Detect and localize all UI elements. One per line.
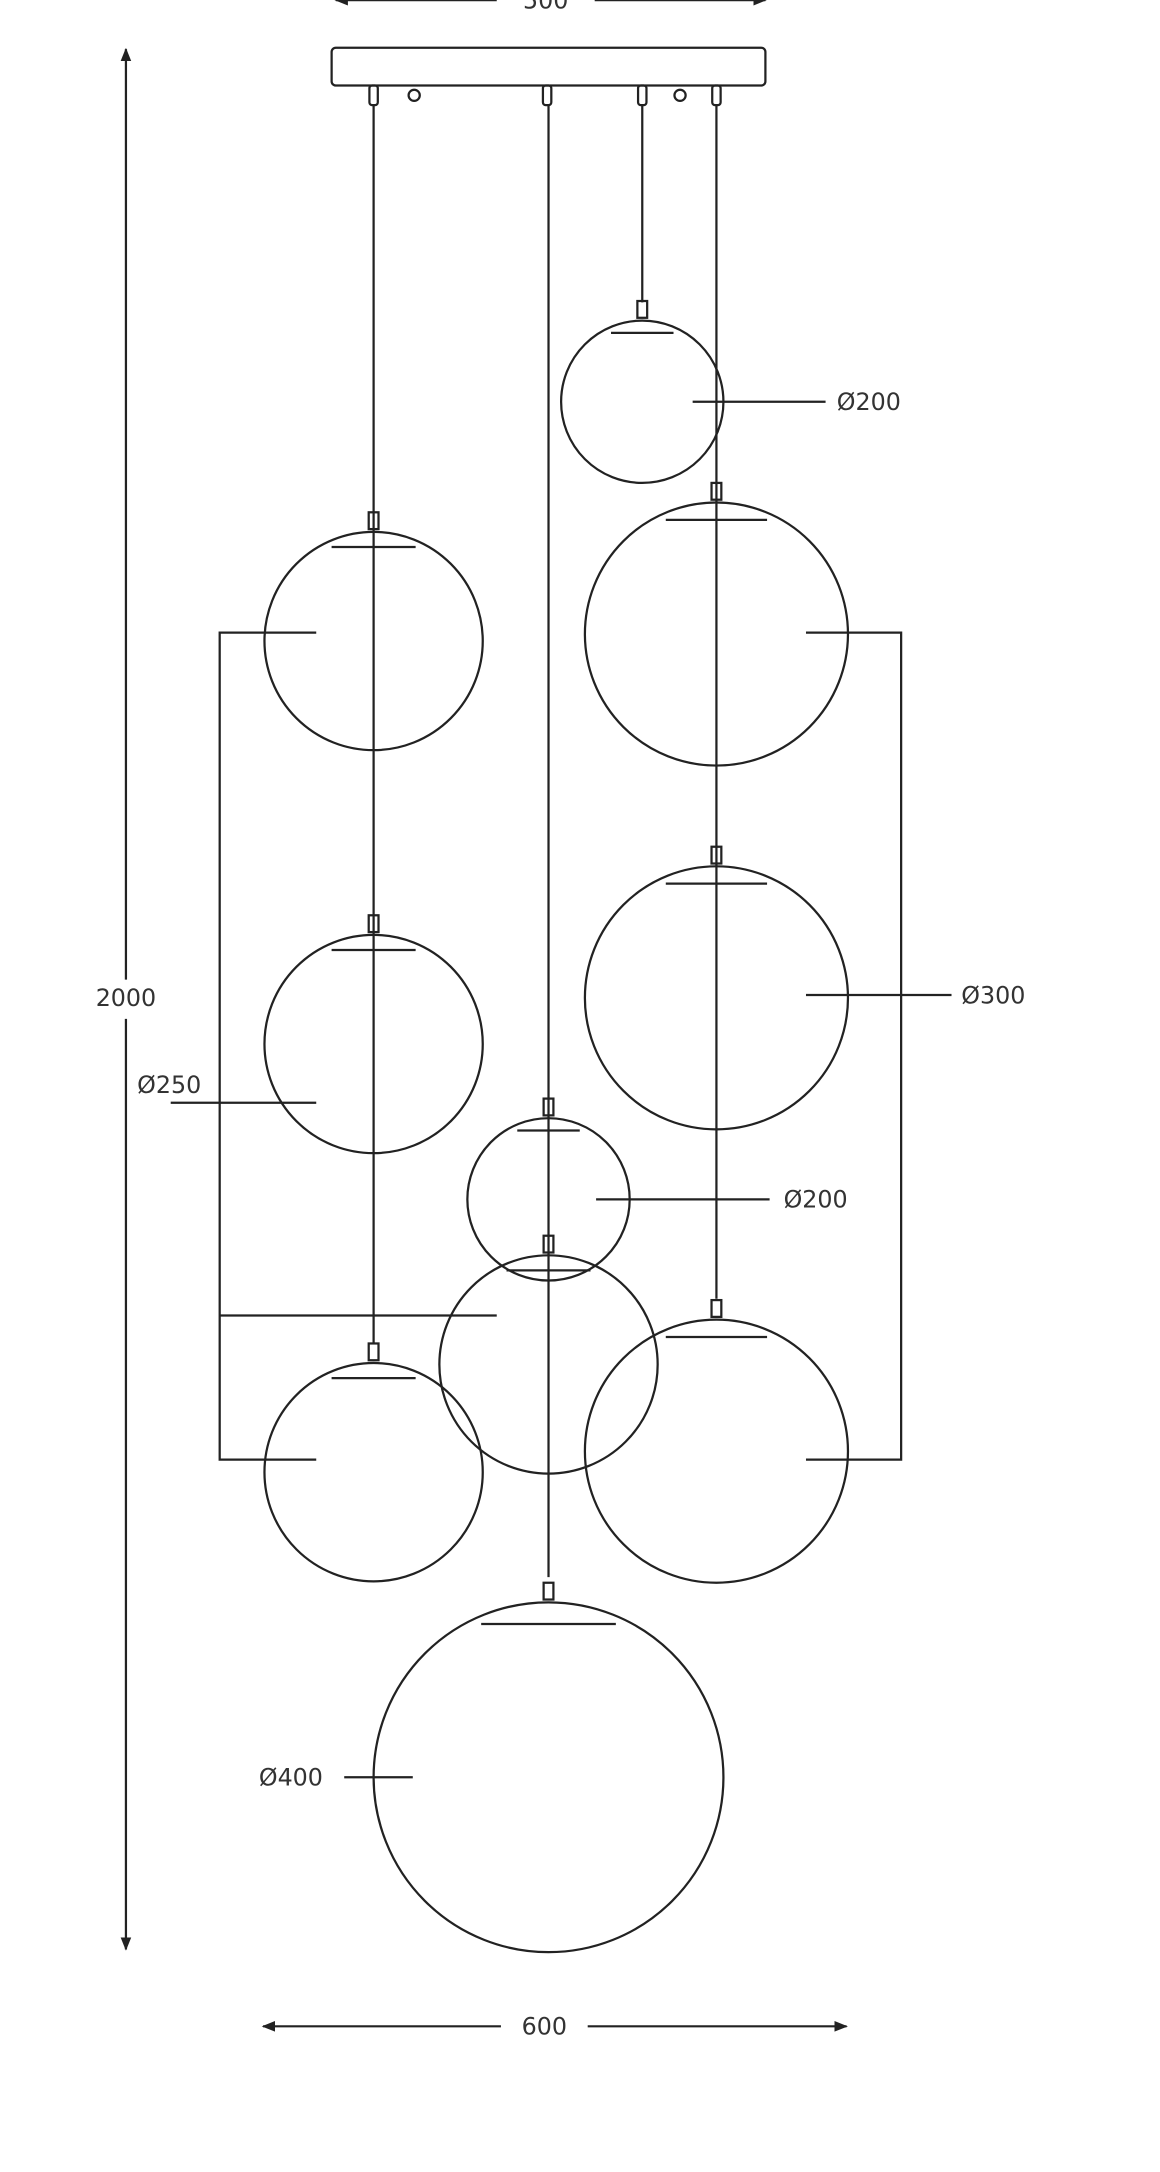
bottom-width-label: 600	[522, 2013, 567, 2041]
canopy	[330, 46, 767, 107]
height-dimension: 2000	[96, 47, 156, 1951]
globes	[263, 299, 850, 1954]
globe	[263, 511, 484, 752]
globe	[372, 1581, 725, 1954]
top-width-dimension: 500	[334, 0, 767, 15]
globe	[583, 481, 850, 767]
diameter-label-right-group: Ø300	[961, 981, 1025, 1009]
globe	[438, 1234, 659, 1475]
bottom-width-dimension: 600	[261, 2013, 848, 2041]
globe	[263, 1342, 484, 1583]
diameter-label-left-group: Ø250	[137, 1071, 201, 1099]
diameter-label-top-small: Ø200	[837, 388, 901, 416]
top-width-label: 500	[523, 0, 568, 15]
dimension-leaders: Ø200 Ø250 Ø300 Ø200 Ø400	[137, 388, 1025, 1791]
height-label: 2000	[96, 984, 156, 1012]
globe	[583, 1298, 850, 1584]
globe	[559, 299, 725, 485]
diameter-label-bottom-large: Ø400	[259, 1764, 323, 1792]
globe	[263, 914, 484, 1155]
diameter-label-middle-small: Ø200	[784, 1186, 848, 1214]
cords	[372, 105, 718, 1578]
globe	[583, 845, 850, 1131]
